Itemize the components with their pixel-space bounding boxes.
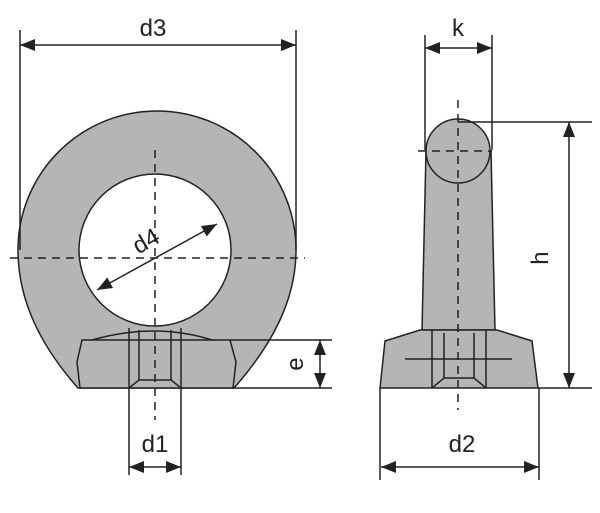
h-label: h [527,251,554,264]
collar-arc [91,330,213,341]
chamfer [431,377,487,389]
d3-label: d3 [140,15,167,42]
base-collar [76,339,237,389]
front-view: d3 d4 d1 e [10,15,332,475]
e-label: e [282,357,309,370]
d1-label: d1 [142,431,169,458]
side-view: k h d2 [379,15,592,480]
d2-label: d2 [449,431,476,458]
k-label: k [452,15,465,42]
d4-dimension [96,223,218,291]
